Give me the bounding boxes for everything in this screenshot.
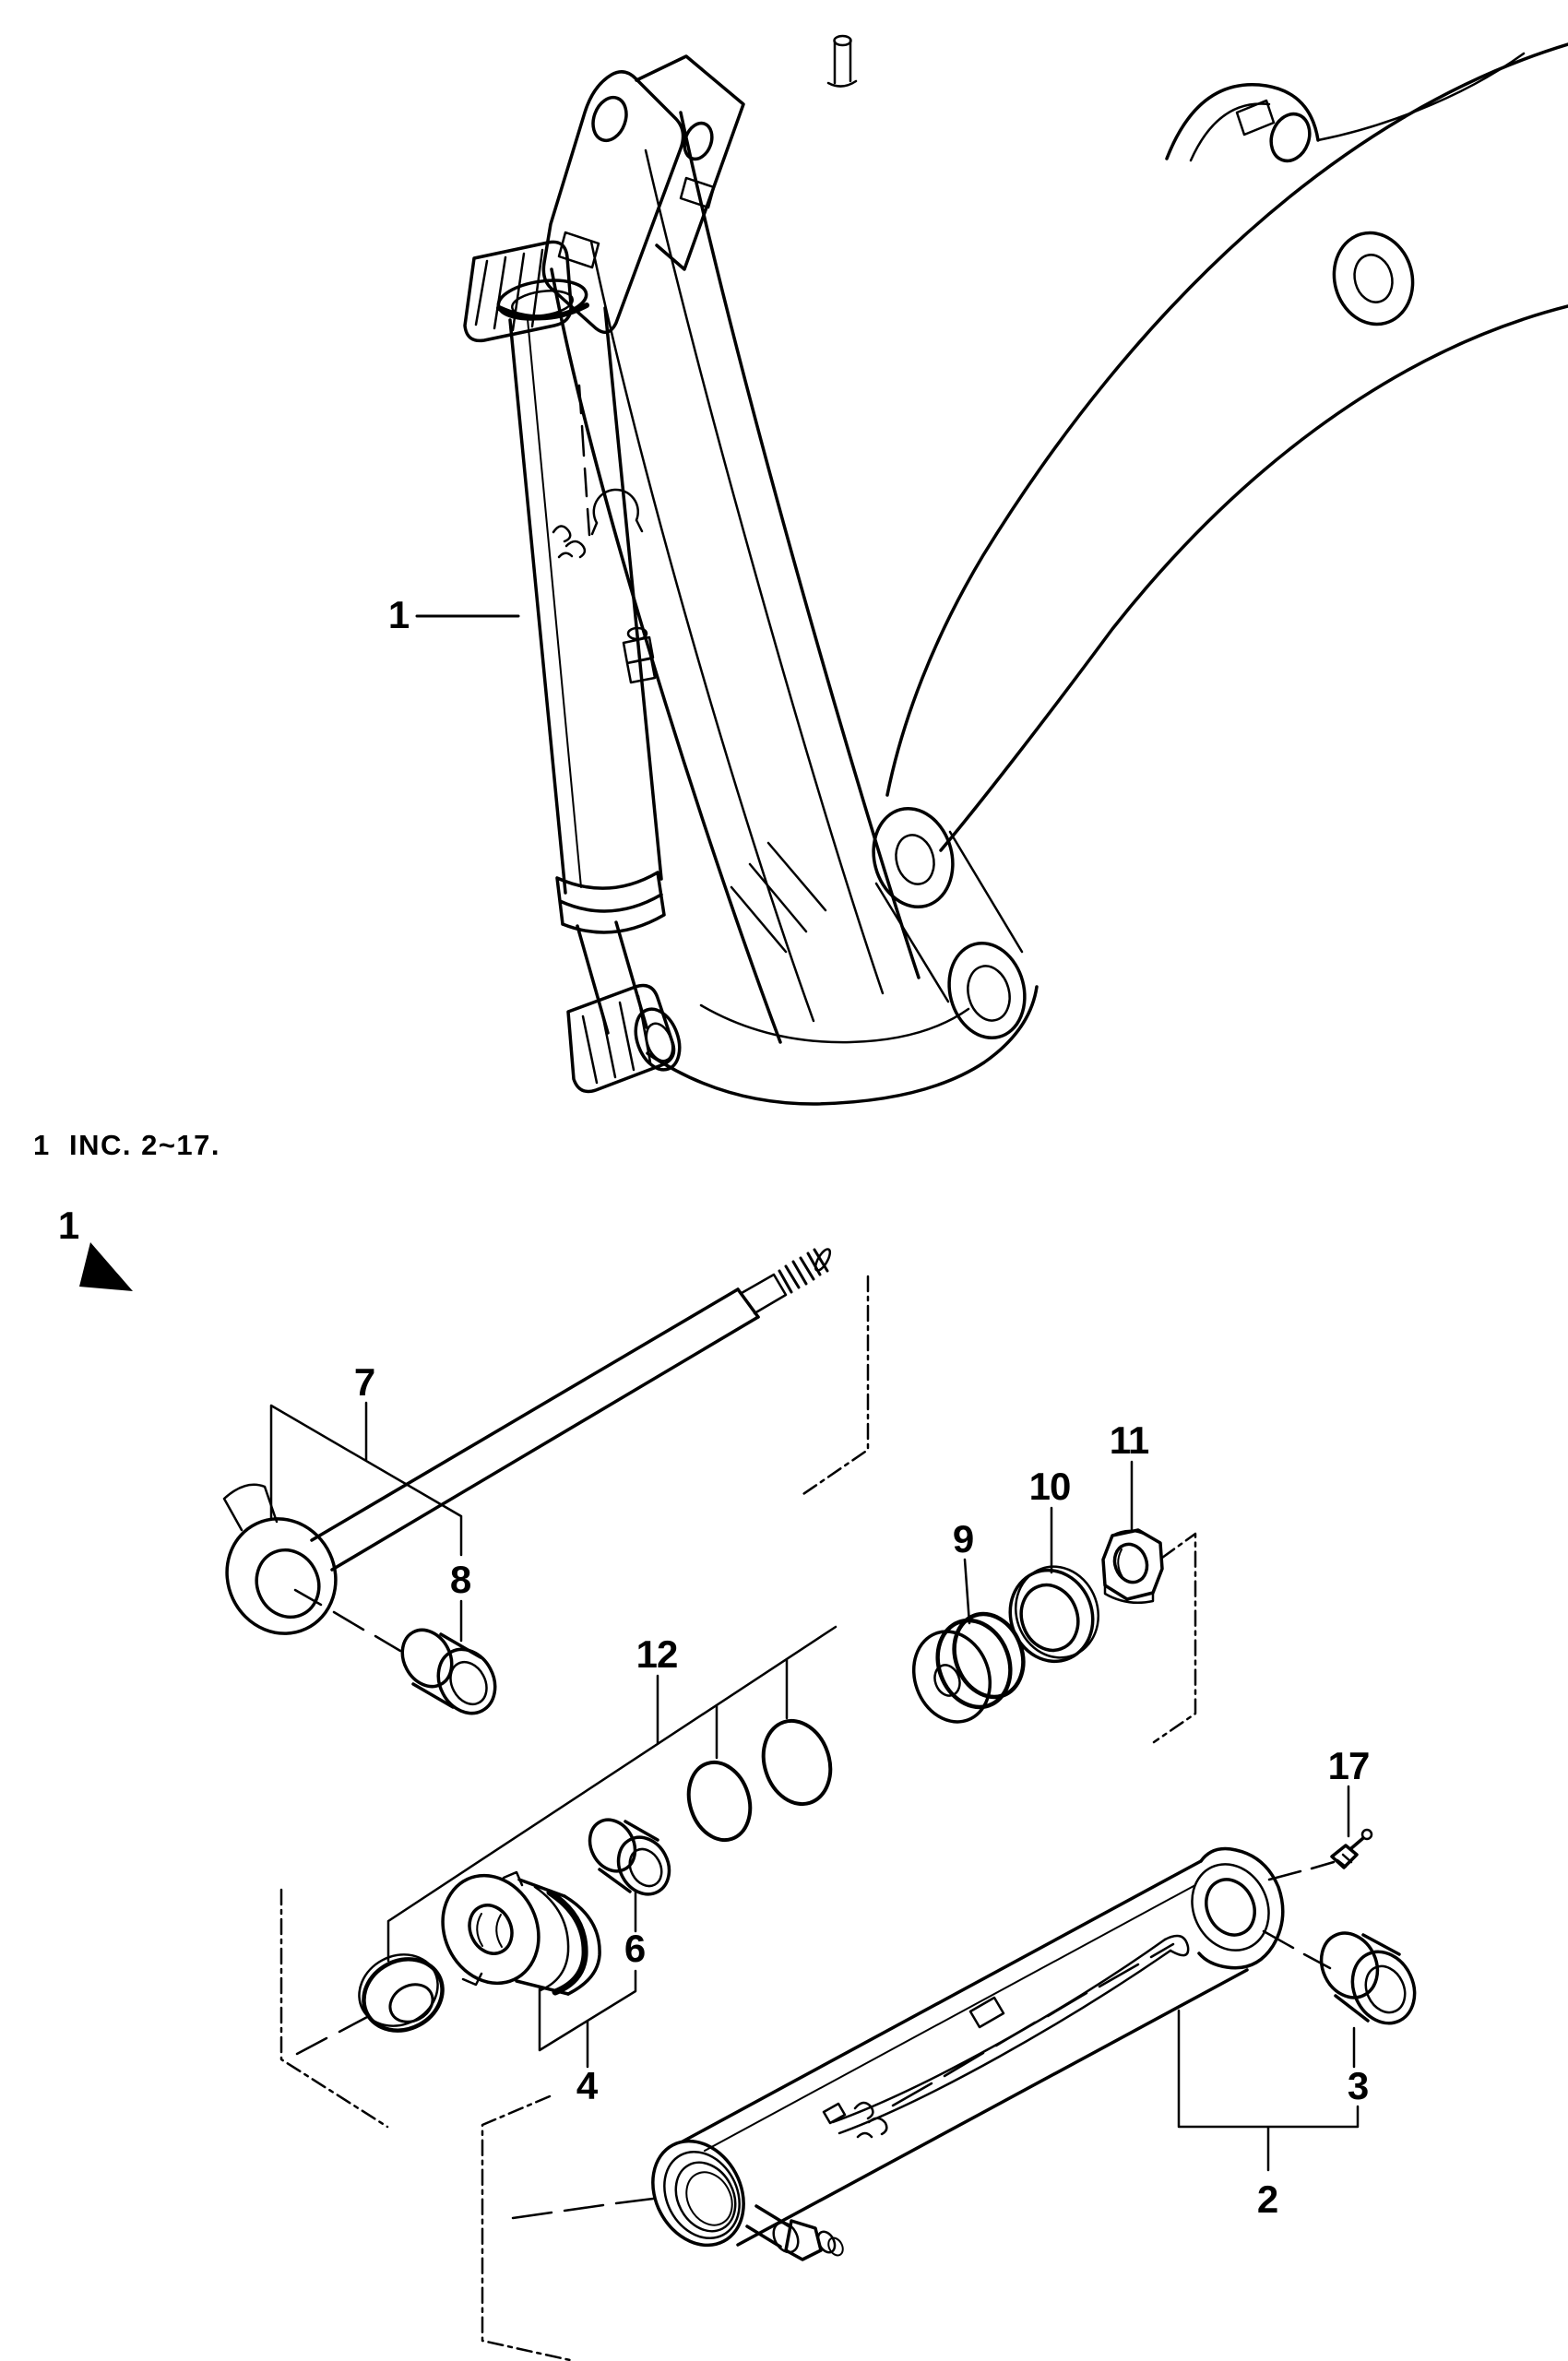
part-9-piston xyxy=(911,1611,1026,1724)
dust-seal xyxy=(358,1953,445,2033)
leader-callout-2-3 xyxy=(1177,2009,1360,2172)
callout-1-section: 1 xyxy=(57,1204,79,1247)
ghost-box-left xyxy=(279,1888,389,2129)
part-11-nut xyxy=(1101,1528,1164,1604)
inclusion-note: 1 INC. 2~17. xyxy=(33,1129,221,1161)
section-arrow-icon xyxy=(79,1242,133,1291)
exploded-view-drawing xyxy=(79,1242,1417,2361)
leader-callout-7-8 xyxy=(269,1401,463,1643)
part-4-cylinder-head xyxy=(441,1870,601,1996)
leader-callout-9 xyxy=(963,1558,971,1625)
leader-callout-12 xyxy=(386,1625,837,1963)
part-17-grease-fitting xyxy=(1267,1828,1373,1881)
o-ring-small xyxy=(686,1760,753,1843)
ghost-box-right xyxy=(1152,1532,1197,1744)
part-10-seal-ring xyxy=(1008,1565,1099,1664)
assembly-cylinder-part-1 xyxy=(463,240,682,1094)
callout-7: 7 xyxy=(353,1360,375,1404)
callout-12: 12 xyxy=(636,1632,679,1676)
callout-1-assembly: 1 xyxy=(387,593,410,636)
leader-callout-4 xyxy=(538,1969,637,2069)
callout-6: 6 xyxy=(624,1927,646,1970)
callout-9: 9 xyxy=(952,1517,974,1560)
part-3-bushing xyxy=(1319,1931,1417,2025)
callout-8: 8 xyxy=(449,1558,471,1601)
o-ring-large xyxy=(761,1718,833,1807)
assembly-view-drawing xyxy=(415,34,1568,1106)
callout-11: 11 xyxy=(1109,1418,1149,1462)
callout-17: 17 xyxy=(1327,1744,1371,1787)
part-2-cylinder-tube xyxy=(651,1846,1285,2261)
callout-10: 10 xyxy=(1028,1465,1072,1508)
callout-2: 2 xyxy=(1256,2177,1278,2221)
part-6-bushing xyxy=(588,1818,671,1896)
part-12-seal-kit xyxy=(295,1718,833,2056)
callout-3: 3 xyxy=(1347,2064,1369,2107)
callout-4: 4 xyxy=(576,2064,598,2107)
part-8-bushing xyxy=(400,1628,497,1715)
part-7-rod xyxy=(222,1248,870,1653)
ghost-box-bottom xyxy=(481,2094,572,2361)
